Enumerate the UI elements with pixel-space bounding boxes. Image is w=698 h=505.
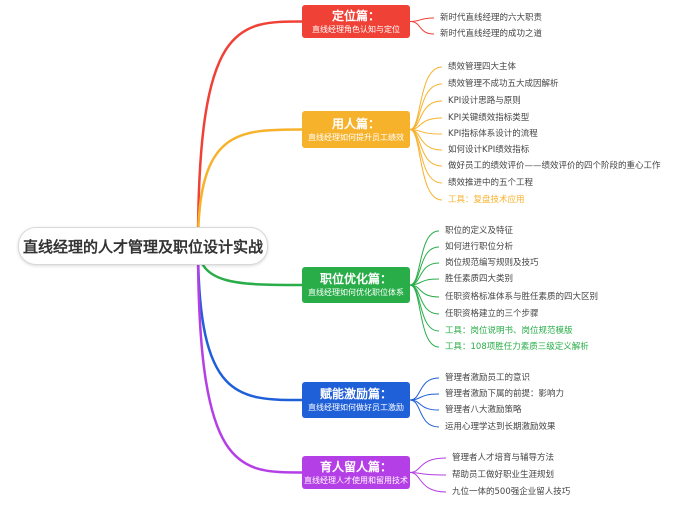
leaf-topic[interactable]: 职位的定义及特征 — [445, 226, 514, 236]
branch-node[interactable]: 赋能激励篇： 直线经理如何做好员工激励 — [302, 382, 410, 418]
leaf-topic[interactable]: 工具：岗位说明书、岗位规范模版 — [445, 326, 573, 336]
leaf-topic[interactable]: 新时代直线经理的成功之道 — [440, 29, 543, 39]
branch-subtitle: 直线经理如何提升员工绩效 — [308, 132, 404, 142]
leaf-topic[interactable]: 如何进行职位分析 — [445, 242, 514, 252]
root-topic[interactable]: 直线经理的人才管理及职位设计实战 — [18, 227, 268, 265]
branch-title: 赋能激励篇： — [319, 387, 392, 401]
leaf-connector — [409, 66, 443, 130]
leaf-topic[interactable]: KPI指标体系设计的流程 — [448, 129, 538, 139]
leaf-topic[interactable]: 管理者激励员工的意识 — [445, 373, 531, 383]
leaf-topic[interactable]: 任职资格建立的三个步骤 — [445, 309, 539, 319]
branch-subtitle: 直线经理角色认知与定位 — [312, 24, 400, 34]
leaf-topic[interactable]: 九位一体的500强企业留人技巧 — [452, 487, 571, 497]
branch-title: 职位优化篇： — [319, 272, 392, 286]
leaf-topic[interactable]: 帮助员工做好职业生涯规划 — [452, 470, 555, 480]
leaf-topic[interactable]: 新时代直线经理的六大职责 — [440, 13, 543, 23]
leaf-topic[interactable]: 管理者人才培育与辅导方法 — [452, 453, 555, 463]
branch-node[interactable]: 用人篇：直线经理如何提升员工绩效 — [302, 111, 410, 148]
leaf-topic[interactable]: 任职资格标准体系与胜任素质的四大区别 — [445, 292, 599, 302]
leaf-topic[interactable]: 胜任素质四大类别 — [445, 274, 514, 284]
branch-title: 定位篇： — [331, 8, 380, 23]
branch-title: 用人篇： — [331, 116, 380, 131]
leaf-connector — [409, 21, 435, 35]
leaf-connector — [409, 129, 443, 201]
leaf-topic[interactable]: 运用心理学达到长期激励效果 — [445, 422, 556, 432]
leaf-topic[interactable]: 管理者八大激励策略 — [445, 405, 522, 415]
leaf-connector — [409, 472, 447, 493]
branch-subtitle: 直线经理如何优化职位体系 — [308, 288, 404, 297]
leaf-connector — [409, 399, 440, 428]
branch-title: 育人留人篇： — [319, 459, 392, 474]
leaf-connector — [409, 284, 440, 348]
leaf-connector — [409, 83, 443, 130]
leaf-topic[interactable]: KPI设计思路与原则 — [448, 96, 521, 106]
branch-subtitle: 直线经理如何做好员工激励 — [308, 403, 404, 412]
branch-node[interactable]: 职位优化篇： 直线经理如何优化职位体系 — [302, 267, 410, 303]
leaf-topic[interactable]: 做好员工的绩效评价——绩效评价的四个阶段的重心工作 — [448, 161, 661, 171]
branch-connector — [196, 20, 303, 246]
leaf-connector — [409, 457, 447, 473]
leaf-topic[interactable]: 绩效管理不成功五大成因解析 — [448, 79, 559, 89]
leaf-connector — [409, 284, 440, 332]
leaf-topic[interactable]: 工具：108项胜任力素质三级定义解析 — [445, 342, 589, 352]
leaf-topic[interactable]: 管理者激励下属的前提：影响力 — [445, 389, 565, 399]
leaf-connector — [409, 17, 435, 22]
leaf-topic[interactable]: 绩效管理四大主体 — [448, 62, 517, 72]
branch-node[interactable]: 定位篇：直线经理角色认知与定位 — [302, 5, 410, 38]
branch-subtitle: 直线经理人才使用和留用技术 — [304, 475, 408, 485]
branch-connector — [196, 244, 303, 402]
leaf-topic[interactable]: 工具：复盘技术应用 — [448, 195, 525, 205]
leaf-topic[interactable]: 如何设计KPI绩效指标 — [448, 145, 530, 155]
branch-connector — [196, 244, 303, 474]
leaf-connector — [409, 377, 440, 401]
branch-node[interactable]: 育人留人篇：直线经理人才使用和留用技术 — [302, 456, 410, 489]
leaf-topic[interactable]: KPI关键绩效指标类型 — [448, 113, 530, 123]
leaf-connector — [409, 393, 440, 401]
leaf-topic[interactable]: 岗位规范编写规则及技巧 — [445, 258, 539, 268]
leaf-topic[interactable]: 绩效推进中的五个工程 — [448, 178, 534, 188]
leaf-connector — [409, 246, 440, 286]
branch-connector — [196, 128, 303, 246]
